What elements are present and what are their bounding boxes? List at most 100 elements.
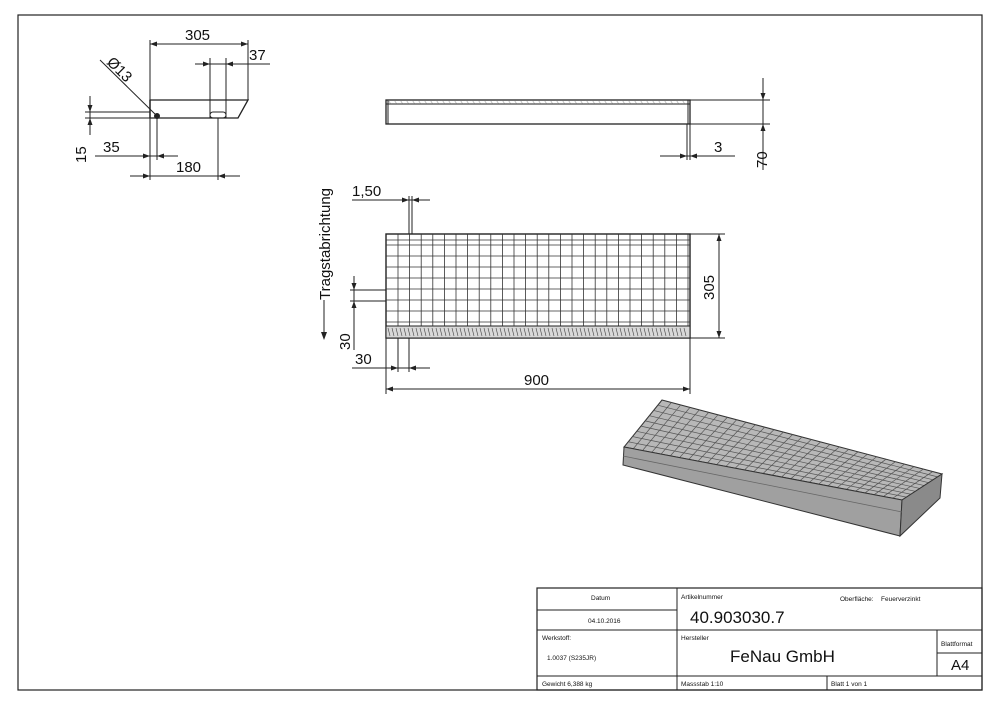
nosing-hatch — [647, 327, 651, 337]
manufacturer-label: Hersteller — [681, 635, 710, 642]
iso-mesh-bar — [660, 409, 700, 455]
bar-direction-label: Tragstabrichtung — [317, 188, 334, 300]
iso-mesh-bar — [716, 424, 756, 465]
nosing-hatch — [627, 327, 631, 337]
serration-tooth — [393, 99, 398, 105]
serration-tooth — [579, 99, 584, 105]
title-block — [536, 587, 983, 691]
serration-tooth — [465, 99, 470, 105]
front-top-serration — [387, 99, 686, 105]
nosing-hatch — [675, 327, 679, 337]
nosing-hatch — [503, 327, 507, 337]
serration-tooth — [519, 99, 524, 105]
iso-mesh-bar — [864, 463, 905, 494]
iso-mesh-bar — [892, 471, 933, 499]
nosing-hatch — [623, 327, 627, 337]
nosing-hatch — [531, 327, 535, 337]
nosing-hatch — [611, 327, 615, 337]
iso-mesh-bar — [642, 404, 681, 451]
serration-tooth — [663, 99, 668, 105]
date-label: Datum — [591, 595, 610, 602]
iso-mesh-bar — [781, 441, 821, 478]
serration-tooth — [549, 99, 554, 105]
serration-tooth — [627, 99, 632, 105]
iso-mesh-bar — [734, 429, 775, 469]
serration-tooth — [429, 99, 434, 105]
serration-tooth — [561, 99, 566, 105]
iso-mesh-crossbar — [653, 410, 934, 481]
nosing-hatch — [403, 327, 407, 337]
nosing-hatch — [435, 327, 439, 337]
serration-tooth — [621, 99, 626, 105]
serration-tooth — [477, 99, 482, 105]
nosing-hatch — [635, 327, 639, 337]
material-value: 1.0037 (S235JR) — [547, 655, 596, 662]
side-dim-slot-distance: 180 — [176, 159, 201, 176]
serration-tooth — [423, 99, 428, 105]
nosing-hatch — [651, 327, 655, 337]
nosing-hatch — [579, 327, 583, 337]
serration-tooth — [531, 99, 536, 105]
scale-label: Massstab 1:10 — [681, 681, 724, 688]
iso-mesh-crossbar — [640, 425, 920, 489]
article-value: 40.903030.7 — [690, 608, 785, 627]
top-dim-length: 900 — [524, 372, 549, 389]
serration-tooth — [555, 99, 560, 105]
weight-label: Gewicht 6,388 kg — [542, 681, 593, 688]
serration-tooth — [411, 99, 416, 105]
nosing-hatch — [415, 327, 419, 337]
serration-tooth — [507, 99, 512, 105]
iso-mesh-crossbar — [628, 441, 907, 498]
nosing-hatch — [391, 327, 395, 337]
side-profile-outline — [149, 99, 250, 119]
iso-mesh-crossbar — [645, 420, 925, 486]
nosing-hatch — [603, 327, 607, 337]
side-dim-width: 305 — [185, 27, 210, 44]
nosing-hatch — [515, 327, 519, 337]
nosing-hatch — [475, 327, 479, 337]
serration-tooth — [651, 99, 656, 105]
iso-mesh-bar — [818, 451, 859, 485]
nosing-hatch — [491, 327, 495, 337]
iso-mesh-bar — [651, 407, 691, 453]
serration-tooth — [573, 99, 578, 105]
top-dim-mesh-horizontal: 30 — [355, 351, 372, 368]
nosing-hatch — [407, 327, 411, 337]
serration-tooth — [633, 99, 638, 105]
serration-tooth — [459, 99, 464, 105]
side-dim-slot-offset: 37 — [249, 47, 266, 64]
iso-mesh-bar — [827, 453, 868, 487]
nosing-hatch — [399, 327, 403, 337]
nosing-pattern — [387, 327, 687, 337]
nosing-hatch — [599, 327, 603, 337]
date-value: 04.10.2016 — [588, 618, 621, 625]
top-dim-mesh-vertical: 30 — [337, 333, 354, 350]
nosing-hatch — [459, 327, 463, 337]
drawing-border — [17, 14, 983, 691]
nosing-hatch — [571, 327, 575, 337]
serration-tooth — [615, 99, 620, 105]
iso-mesh-bar — [670, 412, 709, 457]
top-view — [385, 233, 691, 339]
serration-tooth — [471, 99, 476, 105]
nosing-hatch — [559, 327, 563, 337]
iso-mesh-crossbar — [632, 436, 911, 495]
nosing-hatch — [507, 327, 511, 337]
serration-tooth — [399, 99, 404, 105]
serration-tooth — [567, 99, 572, 105]
nosing-hatch — [659, 327, 663, 337]
nosing-hatch — [439, 327, 443, 337]
serration-tooth — [417, 99, 422, 105]
nosing-hatch — [387, 327, 391, 337]
serration-tooth — [609, 99, 614, 105]
serration-tooth — [543, 99, 548, 105]
nosing-hatch — [655, 327, 659, 337]
nosing-hatch — [487, 327, 491, 337]
iso-side-face — [899, 473, 943, 538]
nosing-hatch — [443, 327, 447, 337]
front-dim-height: 70 — [754, 151, 771, 168]
iso-mesh-crossbar — [657, 404, 938, 478]
nosing-hatch — [499, 327, 503, 337]
nosing-hatch — [483, 327, 487, 337]
